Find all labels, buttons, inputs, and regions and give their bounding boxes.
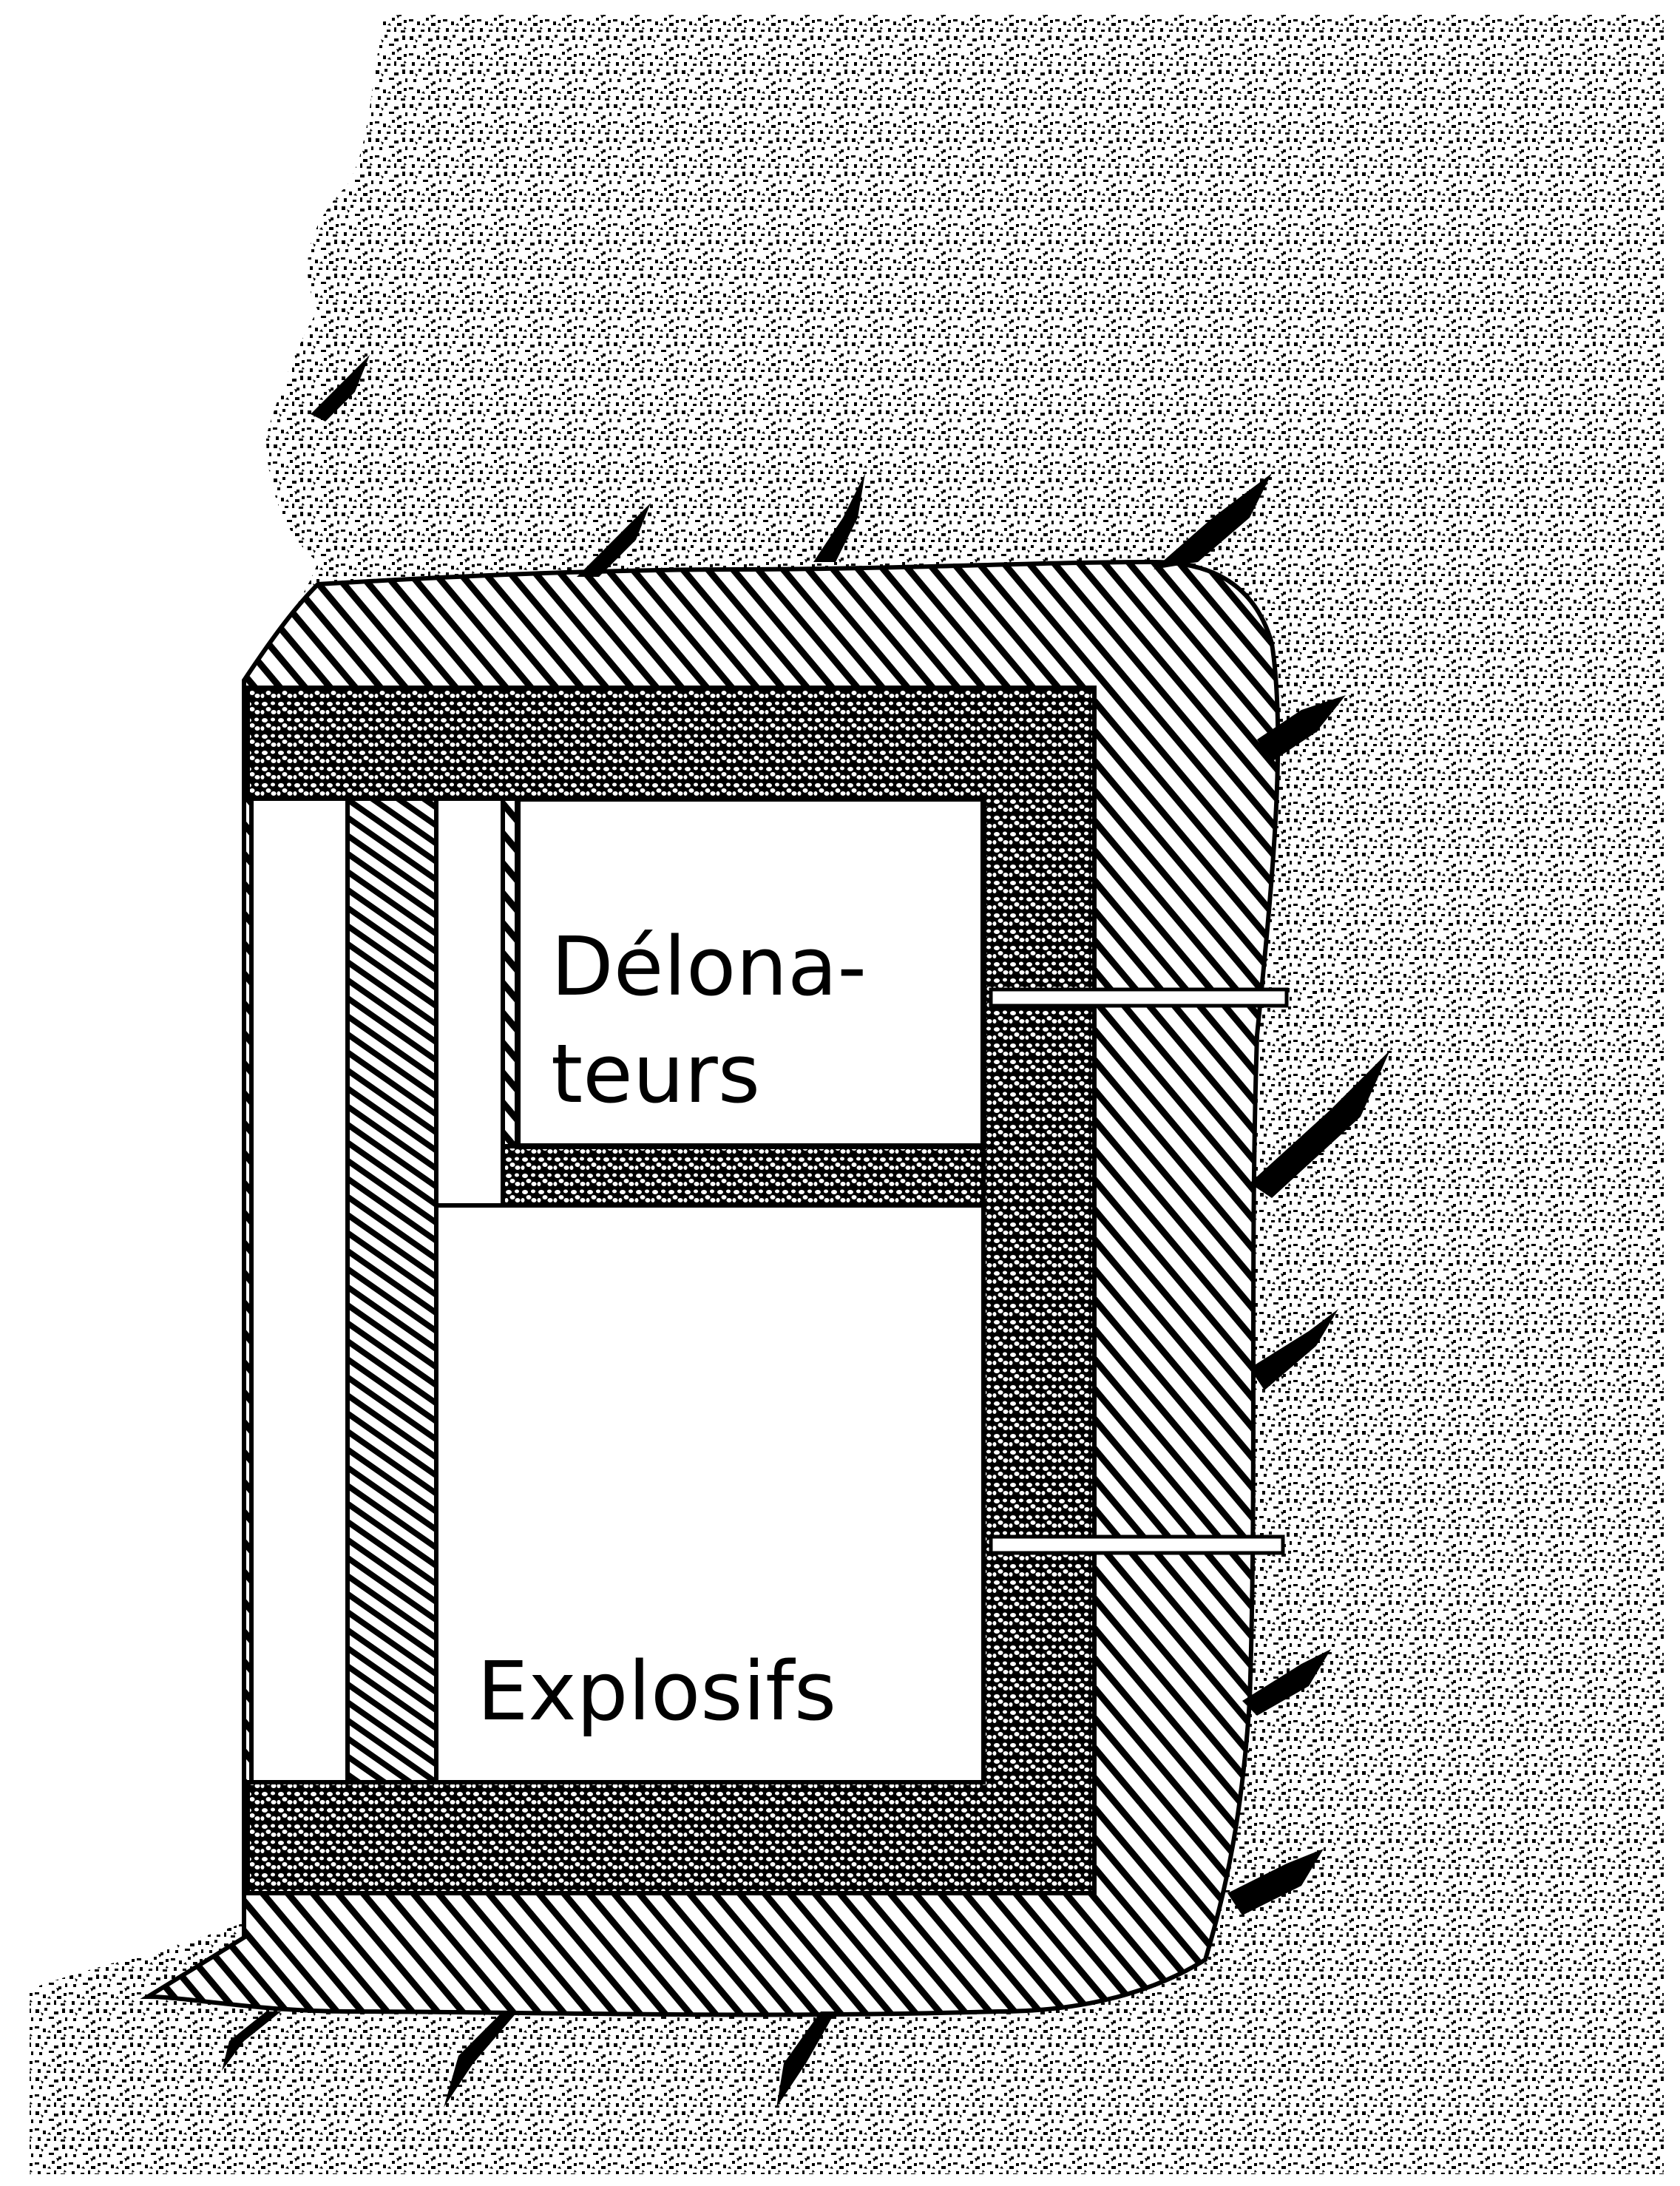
rock-cracks xyxy=(222,355,1390,2108)
upper-vent-pipe xyxy=(989,987,1289,1008)
room-divider-strip xyxy=(434,796,505,1208)
detonator-room xyxy=(515,796,986,1149)
lower-vent-pipe xyxy=(989,1534,1285,1555)
detonator-label-line2: teurs xyxy=(551,1026,760,1121)
explosives-room xyxy=(434,1203,986,1784)
detonator-floor-insulation xyxy=(501,1144,986,1208)
explosives-label: Explosifs xyxy=(477,1644,836,1739)
inner-wall xyxy=(345,796,438,1784)
detonator-label-line1: Délona- xyxy=(551,919,867,1014)
access-corridor xyxy=(249,796,350,1784)
